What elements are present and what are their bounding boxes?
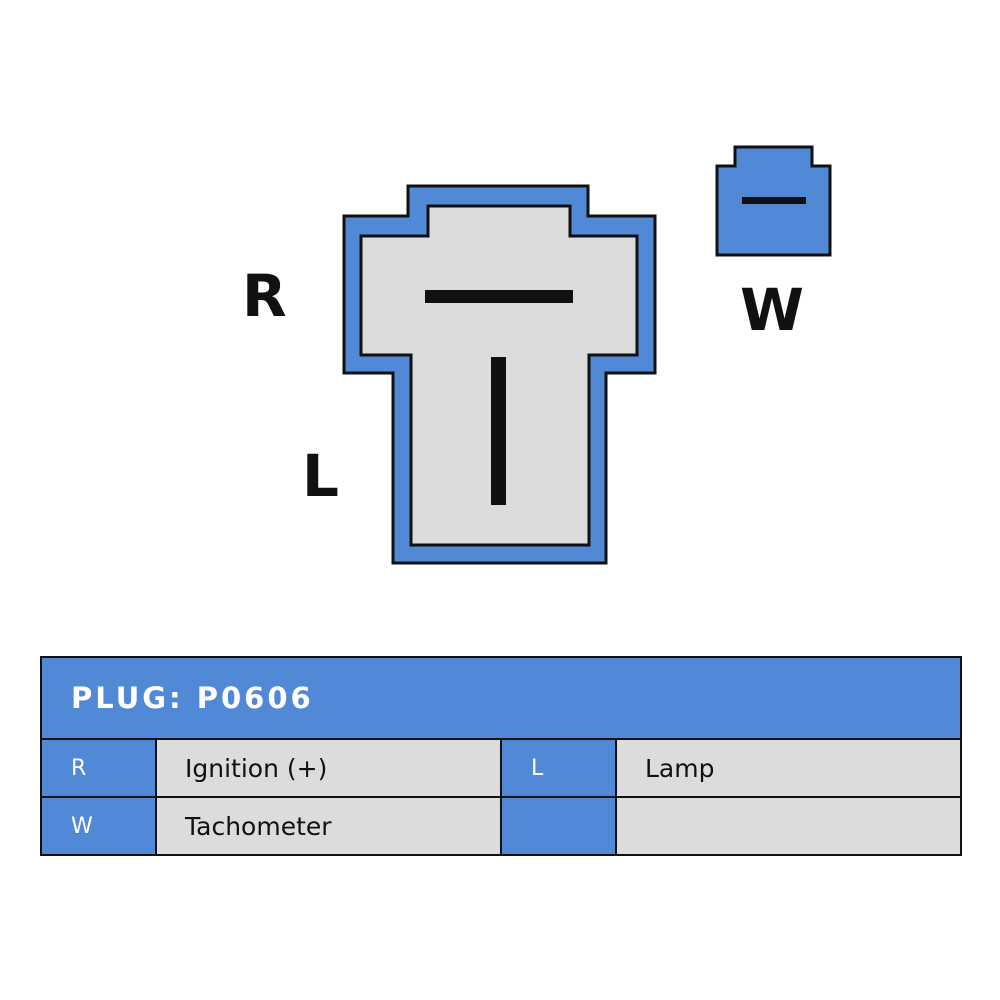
table-title-row: PLUG: P0606	[39, 656, 963, 740]
pin-label-w: W	[740, 276, 804, 344]
pin-code-cell: W	[40, 796, 157, 856]
pin-code-cell: L	[500, 738, 617, 798]
pin-code-cell: R	[40, 738, 157, 798]
plug-pinout-table: PLUG: P0606 R Ignition (+) L Lamp W Tach…	[39, 656, 963, 856]
pin-label-l: L	[302, 442, 339, 510]
pin-description-cell: Lamp	[614, 738, 963, 798]
pin-description-cell: Tachometer	[155, 796, 502, 856]
terminal-r-blade	[425, 290, 573, 303]
pin-description-cell	[614, 796, 963, 856]
terminal-w-blade	[742, 197, 806, 204]
table-row: R Ignition (+) L Lamp	[40, 738, 963, 798]
terminal-l-blade	[491, 357, 506, 505]
table-row: W Tachometer	[40, 796, 963, 856]
plug-title: PLUG: P0606	[39, 656, 963, 740]
pin-code-cell	[500, 796, 617, 856]
pin-description-cell: Ignition (+)	[155, 738, 502, 798]
connector-diagram: R L W	[242, 145, 832, 565]
pin-label-r: R	[242, 262, 287, 330]
